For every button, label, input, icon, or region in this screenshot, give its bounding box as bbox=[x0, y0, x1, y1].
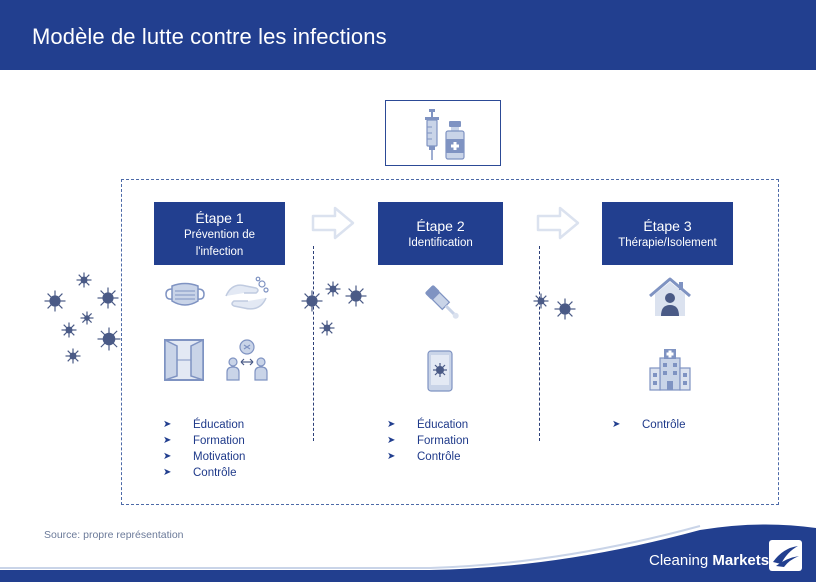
source-note: Source: propre représentation bbox=[44, 529, 184, 541]
vaccine-icon-box bbox=[385, 100, 501, 166]
page-title: Modèle de lutte contre les infections bbox=[32, 24, 387, 49]
bullet-item: ➤Éducation bbox=[163, 419, 245, 431]
home-isolation-icon bbox=[649, 277, 691, 316]
social-distancing-icon bbox=[226, 339, 268, 381]
chevron-right-icon: ➤ bbox=[163, 467, 172, 478]
stage-divider-1 bbox=[313, 246, 314, 441]
step-3-box: Étape 3 Thérapie/Isolement bbox=[602, 202, 733, 265]
virus-icon bbox=[44, 290, 66, 312]
step-1-title: Étape 1 bbox=[195, 210, 244, 226]
virus-icon bbox=[325, 281, 341, 297]
brand-logo bbox=[769, 540, 802, 571]
bullet-item: ➤Formation bbox=[163, 435, 245, 447]
virus-test-screen-icon bbox=[427, 350, 453, 392]
footer-swoosh bbox=[0, 524, 816, 582]
test-swab-icon bbox=[425, 285, 459, 319]
virus-icon bbox=[345, 285, 367, 307]
step-3-bullets: ➤Contrôle bbox=[612, 417, 685, 433]
virus-icon bbox=[554, 298, 576, 320]
step-1-bullets: ➤Éducation ➤Formation ➤Motivation ➤Contr… bbox=[163, 417, 245, 481]
virus-icon bbox=[97, 327, 121, 351]
face-mask-icon bbox=[165, 282, 205, 306]
chevron-right-icon: ➤ bbox=[612, 419, 621, 430]
arrow-right-icon bbox=[536, 206, 580, 240]
step-3-subtitle: Thérapie/Isolement bbox=[618, 237, 717, 249]
bullet-item: ➤Formation bbox=[387, 435, 469, 447]
chevron-right-icon: ➤ bbox=[387, 451, 396, 462]
hand-washing-icon bbox=[225, 276, 269, 310]
bullet-item: ➤Motivation bbox=[163, 451, 246, 463]
virus-icon bbox=[319, 320, 335, 336]
step-1-subtitle-line-2: l'infection bbox=[195, 246, 244, 258]
arrow-right-icon bbox=[311, 206, 355, 240]
virus-icon bbox=[61, 322, 77, 338]
step-2-bullets: ➤Éducation ➤Formation ➤Contrôle bbox=[387, 417, 469, 465]
virus-icon bbox=[65, 348, 81, 364]
bullet-item: ➤Éducation bbox=[387, 419, 469, 431]
bullet-item: ➤Contrôle bbox=[387, 451, 461, 463]
bullet-item: ➤Contrôle bbox=[163, 467, 237, 479]
step-3-title: Étape 3 bbox=[643, 218, 692, 234]
chevron-right-icon: ➤ bbox=[163, 451, 172, 462]
virus-icon bbox=[76, 272, 92, 288]
hospital-icon bbox=[649, 349, 691, 391]
step-1-box: Étape 1 Prévention de l'infection bbox=[154, 202, 285, 265]
syringe-vial-icon bbox=[425, 109, 465, 160]
open-window-icon bbox=[164, 338, 204, 382]
stage-divider-2 bbox=[539, 246, 540, 441]
virus-icon bbox=[301, 290, 323, 312]
chevron-right-icon: ➤ bbox=[387, 435, 396, 446]
header-bar: Modèle de lutte contre les infections bbox=[0, 0, 816, 70]
virus-icon bbox=[533, 293, 549, 309]
step-1-subtitle-line-1: Prévention de bbox=[184, 229, 255, 241]
process-frame bbox=[121, 179, 779, 505]
chevron-right-icon: ➤ bbox=[163, 419, 172, 430]
step-2-subtitle: Identification bbox=[408, 237, 473, 249]
brand-swoosh-icon bbox=[773, 546, 799, 567]
step-2-title: Étape 2 bbox=[416, 218, 465, 234]
step-2-box: Étape 2 Identification bbox=[378, 202, 503, 265]
brand-name: Cleaning Markets bbox=[649, 552, 770, 569]
virus-icon bbox=[80, 311, 94, 325]
chevron-right-icon: ➤ bbox=[163, 435, 172, 446]
virus-icon bbox=[97, 287, 119, 309]
chevron-right-icon: ➤ bbox=[387, 419, 396, 430]
bullet-item: ➤Contrôle bbox=[612, 419, 686, 431]
